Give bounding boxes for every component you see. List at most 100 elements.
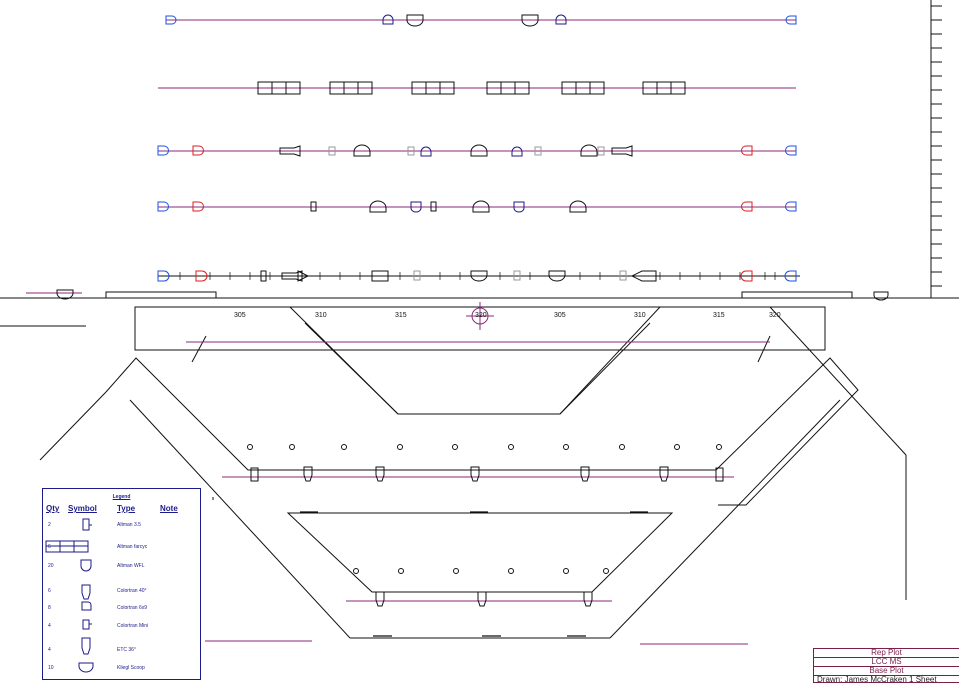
colortran-40-icon — [81, 584, 91, 600]
fixture-icon — [513, 201, 525, 213]
stage-number: 315 — [713, 312, 725, 319]
pipe-5-ticks — [179, 272, 776, 280]
fixture-icon — [785, 201, 797, 212]
legend-type: Colortran Mini — [117, 623, 149, 629]
kliegl-scoop-icon — [78, 662, 94, 673]
legend-qty: 20 — [48, 563, 54, 569]
fixture-icon — [580, 144, 598, 157]
legend-type: Altman farcyc — [117, 544, 148, 550]
legend-header-note: Note — [160, 504, 178, 513]
legend-type: Colortran 6x9 — [117, 605, 148, 611]
wall-left-diagonal — [39, 391, 107, 461]
house-position-circles — [247, 444, 722, 574]
fixture-icon — [521, 14, 539, 27]
fixture-icon — [310, 201, 317, 212]
legend-row: 2 Altman 3.5 — [43, 518, 200, 531]
legend-row: 6 Colortran 40° — [43, 584, 200, 600]
fixture-icon — [407, 146, 415, 156]
fixture-icon — [279, 145, 301, 157]
house-pipe-1-fixtures — [250, 466, 724, 482]
fixture-icon — [597, 146, 605, 156]
ruler-ticks — [931, 5, 942, 287]
legend-qty: 2 — [48, 522, 51, 528]
legend-type: Colortran 40° — [117, 588, 147, 594]
altman-farcyc-icon — [45, 540, 89, 553]
fixture-icon — [328, 146, 336, 156]
fixture-icon — [410, 201, 422, 213]
legend-header-type: Type — [117, 504, 136, 513]
altman-wfl-icon — [80, 559, 92, 572]
legend-qty: 8 — [48, 605, 51, 611]
stage-number: 320 — [475, 312, 487, 319]
fixture-icon — [611, 145, 633, 157]
section-mark-left — [191, 335, 207, 363]
title-block-line: LCC MS — [814, 658, 959, 667]
fixture-icon — [192, 201, 204, 212]
apron-left — [105, 291, 217, 299]
legend-row: 4 Colortran Mini — [43, 619, 200, 631]
legend-row: 20 Altman WFL — [43, 559, 200, 572]
legend-qty: 6 — [48, 588, 51, 594]
stage-number: 305 — [234, 312, 246, 319]
upper-stage-inner-left — [304, 322, 399, 415]
section-mark-right — [757, 335, 771, 363]
fixture-icon — [420, 146, 432, 157]
fixture-icon — [569, 200, 587, 213]
legend-title: Legend — [112, 494, 131, 500]
legend-row: 6 Altman farcyc — [43, 540, 200, 553]
center-mark-icon — [466, 302, 494, 330]
fixture-icon — [534, 146, 542, 156]
house-pipe-2-fixtures — [375, 591, 593, 607]
fixture-icon — [165, 15, 177, 25]
legend-type: Altman 3.5 — [117, 522, 141, 528]
fixture-icon — [353, 144, 371, 157]
legend-row: 8 Colortran 6x9 — [43, 601, 200, 613]
legend-header-symbol: Symbol — [68, 504, 97, 513]
etc-36-icon — [81, 637, 91, 655]
fixture-icon — [555, 14, 567, 25]
fixture-icon — [382, 14, 394, 25]
cyc-units — [257, 81, 686, 95]
stage-number: 315 — [395, 312, 407, 319]
fixture-icon — [369, 200, 387, 213]
wall-right-diagonal — [769, 306, 907, 456]
fixture-icon — [785, 15, 797, 25]
fixture-icon — [157, 201, 169, 212]
legend-row: 10 Kliegl Scoop — [43, 661, 200, 673]
fixture-icon — [741, 145, 753, 156]
title-block-line: Drawn: James McCraken 1 Sheet — [817, 675, 937, 684]
legend-qty: 4 — [48, 623, 51, 629]
altman-3-5-icon — [82, 518, 92, 531]
legend-qty: 4 — [48, 647, 51, 653]
fixture-icon — [785, 145, 797, 156]
fixture-icon — [430, 201, 437, 212]
fixture-icon — [511, 146, 523, 157]
pipe-5-fixtures — [56, 270, 889, 301]
legend-qty: 10 — [48, 665, 54, 671]
wall-left-lower — [129, 399, 351, 639]
upper-stage-outline — [196, 306, 770, 415]
legend-type: ETC 36° — [117, 647, 136, 653]
legend-header-qty: Qty — [46, 504, 60, 513]
legend-qty: 6 — [48, 544, 51, 550]
fixture-icon — [470, 144, 488, 157]
wall-right-lower — [609, 399, 841, 639]
lower-seating-outline — [286, 512, 674, 593]
title-block-line: Base Plot — [814, 667, 959, 676]
colortran-6x9-icon — [81, 601, 92, 611]
colortran-mini-icon — [82, 619, 92, 630]
title-block-line: Rep Plot — [814, 649, 959, 658]
legend-type: Altman WFL — [117, 563, 145, 569]
apron-right — [741, 291, 853, 299]
stage-number: 305 — [554, 312, 566, 319]
title-block: Rep Plot LCC MS Base Plot Drawn: James M… — [813, 648, 959, 684]
fixture-icon — [157, 145, 169, 156]
fixture-icon — [406, 14, 424, 27]
legend-type: Kliegl Scoop — [117, 665, 145, 671]
seating-wall-upper — [105, 357, 859, 506]
upper-stage-inner-right — [559, 322, 651, 415]
stage-number: 310 — [315, 312, 327, 319]
fixture-icon — [741, 201, 753, 212]
legend-panel: Legend Qty Symbol Type Note 2 Altman 3.5… — [42, 488, 201, 680]
